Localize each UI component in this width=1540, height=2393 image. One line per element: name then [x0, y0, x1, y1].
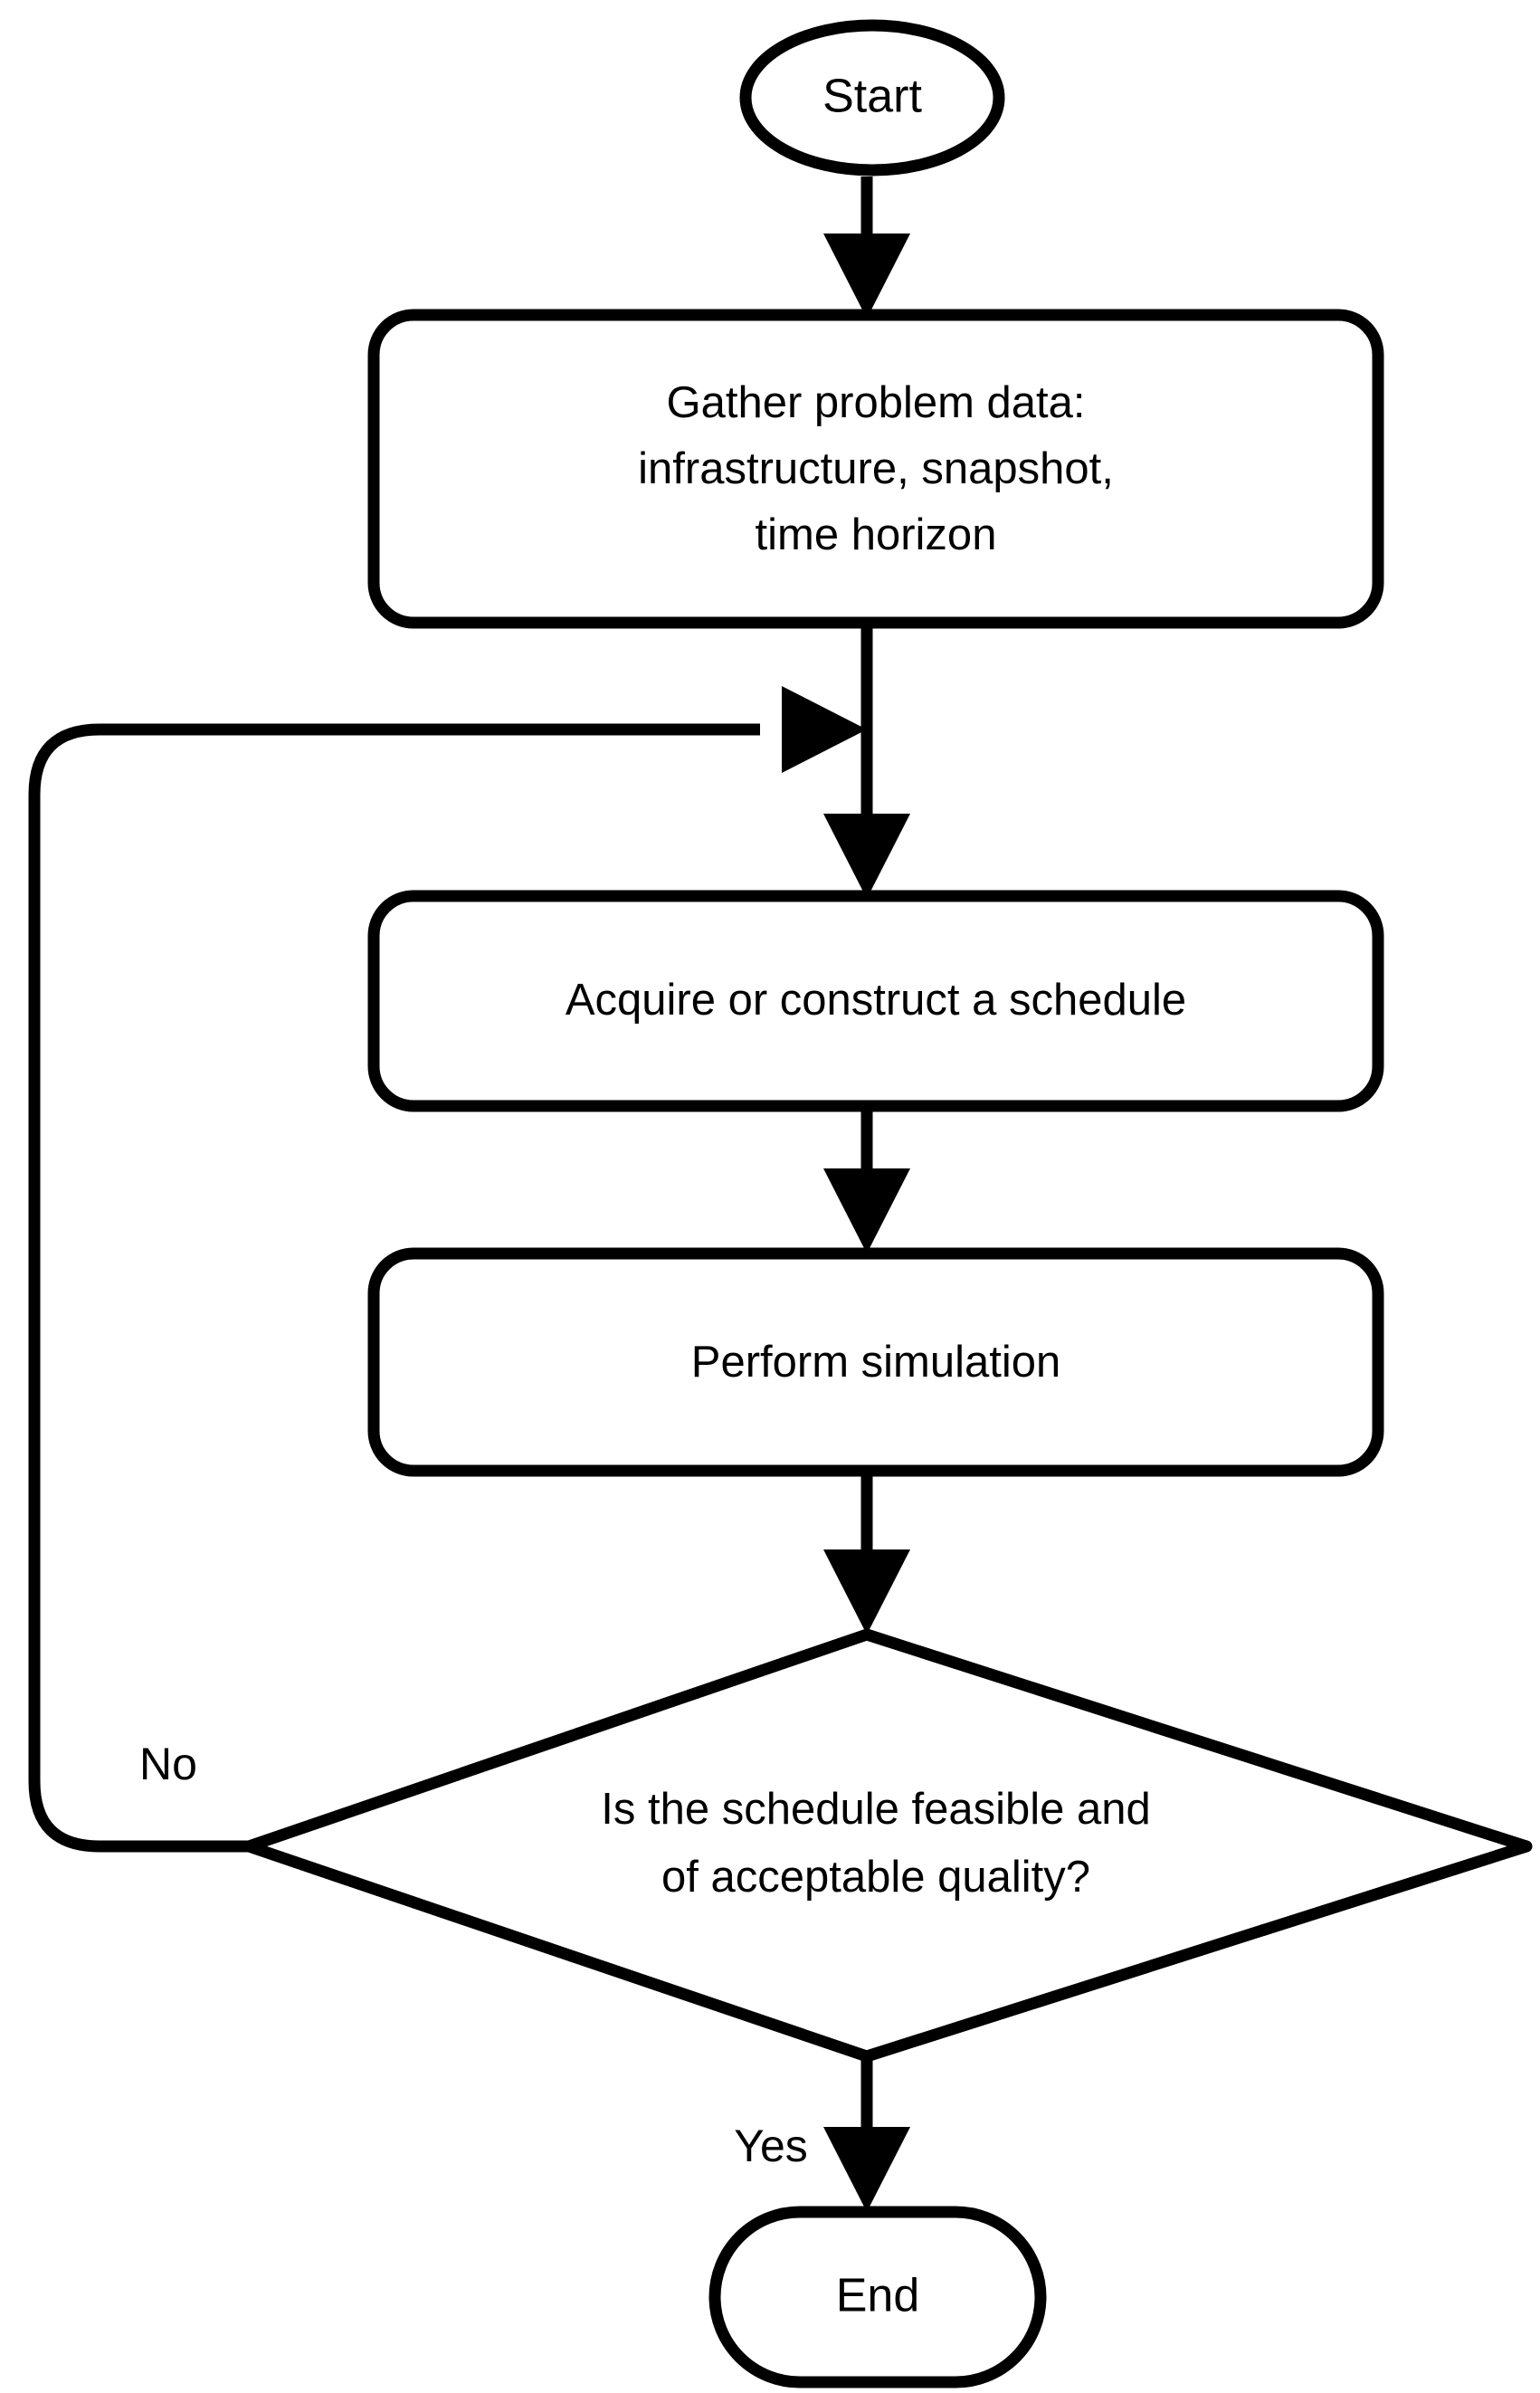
edge-decision-yes-to-end	[823, 2056, 910, 2212]
end-label: End	[836, 2270, 920, 2322]
decision-label-line-1: Is the schedule feasible and	[601, 1785, 1150, 1834]
edge-label-no: No	[139, 1739, 197, 1789]
edge-junction-to-acquire	[823, 729, 910, 899]
acquire-schedule-box	[367, 890, 1384, 1112]
acquire-schedule-label: Acquire or construct a schedule	[566, 976, 1186, 1025]
gather-problem-data-label-line-1: Gather problem data:	[666, 378, 1085, 427]
gather-problem-data-box	[367, 309, 1384, 629]
node-decision-feasible-quality[interactable]: Is the schedule feasible and of acceptab…	[242, 1628, 1533, 2063]
edge-acquire-to-simulate	[823, 1106, 910, 1254]
perform-simulation-box	[367, 1247, 1384, 1477]
arrow-head-start-to-gather	[823, 234, 910, 319]
decision-label-line-2: of acceptable quality?	[661, 1853, 1090, 1902]
edge-label-yes: Yes	[734, 2121, 808, 2171]
node-start[interactable]: Start	[739, 19, 1005, 176]
end-stadium	[708, 2206, 1047, 2388]
node-gather-problem-data[interactable]: Gather problem data: infrastructure, sna…	[367, 309, 1384, 629]
start-ellipse	[739, 19, 1005, 176]
arrow-head-junction-to-acquire	[823, 814, 910, 899]
edge-start-to-gather	[823, 176, 910, 319]
edge-simulate-to-decision	[823, 1471, 910, 1635]
arrow-head-simulate-to-decision	[823, 1549, 910, 1635]
arrow-head-decision-no-loop	[782, 686, 867, 773]
start-label: Start	[822, 71, 922, 123]
edge-line-decision-no-loop	[28, 723, 760, 1853]
gather-problem-data-label-line-3: time horizon	[756, 510, 997, 559]
arrow-head-acquire-to-simulate	[823, 1168, 910, 1254]
gather-problem-data-label-line-2: infrastructure, snapshot,	[638, 444, 1114, 493]
node-end[interactable]: End	[708, 2206, 1047, 2388]
edge-decision-no-loop	[28, 686, 867, 1853]
node-acquire-schedule[interactable]: Acquire or construct a schedule	[367, 890, 1384, 1112]
arrow-head-decision-yes-to-end	[823, 2127, 910, 2212]
decision-diamond	[242, 1628, 1533, 2063]
node-perform-simulation[interactable]: Perform simulation	[367, 1247, 1384, 1477]
perform-simulation-label: Perform simulation	[691, 1338, 1060, 1387]
